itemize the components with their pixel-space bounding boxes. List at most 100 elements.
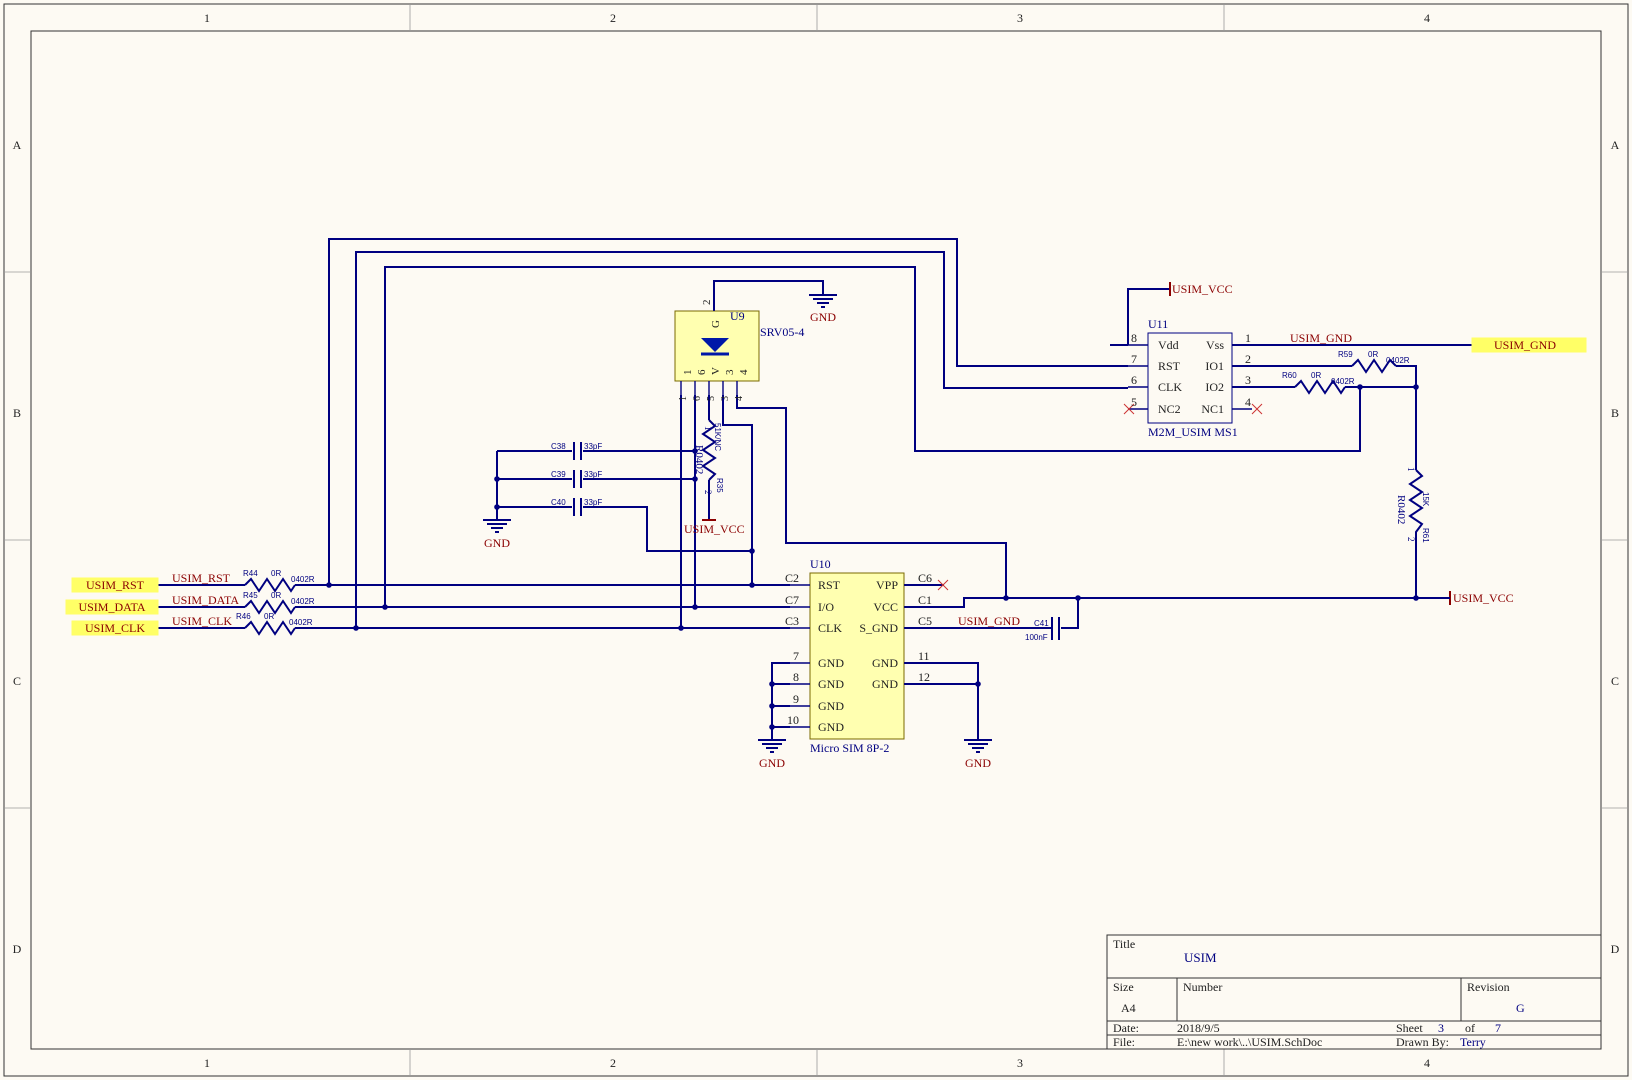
r46-pkg: 0402R (289, 618, 313, 627)
u9-body-pin6: 6 (696, 369, 708, 375)
u11-name-nc2: NC2 (1158, 402, 1181, 416)
r35-pin2: 2 (703, 490, 713, 495)
frame-row-b-right: B (1611, 406, 1619, 420)
u10-name-gnd7: GND (818, 656, 844, 670)
u9-body-v: V (710, 367, 722, 375)
u10-name-rst: RST (818, 578, 841, 592)
u9-body-g: G (710, 320, 722, 328)
u9-srv05-4[interactable]: U9 SRV05-4 2 G V 1 6 3 4 1 6 5 3 4 (674, 295, 804, 401)
u10-part: Micro SIM 8P-2 (810, 741, 889, 755)
frame-row-c-right: C (1611, 674, 1619, 688)
frame-col-1-top: 1 (204, 11, 210, 25)
resistor-r46[interactable]: R46 0R 0402R (236, 612, 313, 636)
c38-ref: C38 (551, 442, 566, 451)
u11-name-clk: CLK (1158, 380, 1182, 394)
drawn-by-label: Drawn By: (1396, 1035, 1449, 1049)
u11-pin-3: 3 (1245, 373, 1251, 387)
u10-pin-c7: C7 (785, 593, 799, 607)
u11-pin-4: 4 (1245, 395, 1251, 409)
r61-pin1: 1 (1406, 467, 1416, 472)
u10-pin-11: 11 (918, 649, 930, 663)
u11-pin-2: 2 (1245, 352, 1251, 366)
frame-row-c-left: C (13, 674, 21, 688)
u9-pin3: 3 (720, 396, 731, 401)
u9-pin5: 5 (706, 396, 717, 401)
frame-row-d-left: D (13, 942, 22, 956)
date-value: 2018/9/5 (1177, 1021, 1220, 1035)
u11-m2m-usim[interactable]: U11 M2M_USIM MS1 8 7 6 5 Vdd RST CLK NC2… (1123, 317, 1263, 439)
resistor-r59[interactable]: R59 0R 0402R (1338, 350, 1410, 374)
size-value: A4 (1121, 1001, 1136, 1015)
u10-name-sgnd: S_GND (859, 621, 898, 635)
port-usim-data[interactable]: USIM_DATA (65, 599, 159, 615)
r61-pin2: 2 (1406, 537, 1416, 542)
sheet-label: Sheet (1396, 1021, 1423, 1035)
u9-ref: U9 (730, 309, 745, 323)
u9-part: SRV05-4 (760, 325, 804, 339)
u11-pin-1: 1 (1245, 331, 1251, 345)
of-label: of (1465, 1021, 1475, 1035)
frame-col-4-top: 4 (1424, 11, 1430, 25)
port-usim-rst-label: USIM_RST (86, 578, 145, 592)
frame-row-a-left: A (13, 138, 22, 152)
usim-vcc-label-u11: USIM_VCC (1172, 282, 1233, 296)
c40-ref: C40 (551, 498, 566, 507)
gnd-label-u10-right: GND (965, 756, 991, 770)
port-usim-gnd-label: USIM_GND (1494, 338, 1556, 352)
resistor-r61[interactable]: 15K R61 R0402 1 2 (1395, 467, 1430, 543)
u11-part: M2M_USIM MS1 (1148, 425, 1238, 439)
u10-pin-12: 12 (918, 670, 930, 684)
capacitor-c39[interactable]: C39 33pF (551, 470, 602, 488)
resistor-r60[interactable]: R60 0R 0402R (1282, 371, 1355, 395)
sheet-value: 3 (1438, 1021, 1444, 1035)
frame-col-1-bottom: 1 (204, 1056, 210, 1070)
u10-name-vpp: VPP (876, 578, 898, 592)
r45-pkg: 0402R (291, 597, 315, 606)
port-usim-clk[interactable]: USIM_CLK (71, 620, 159, 636)
port-usim-rst[interactable]: USIM_RST (71, 577, 159, 593)
u10-pin-7: 7 (793, 649, 799, 663)
r35-pin1: 1 (703, 426, 713, 431)
file-label: File: (1113, 1035, 1135, 1049)
u9-body-pin3: 3 (724, 369, 736, 375)
capacitor-c40[interactable]: C40 33pF (551, 498, 602, 516)
u10-pin-10: 10 (787, 713, 799, 727)
u11-name-vss: Vss (1206, 338, 1224, 352)
u9-pin-top: 2 (701, 300, 713, 306)
date-label: Date: (1113, 1021, 1139, 1035)
resistor-r35[interactable]: 51K/NC R35 R0402 1 2 (693, 419, 724, 495)
net-label-usim-gnd-c5: USIM_GND (958, 614, 1020, 628)
revision-label: Revision (1467, 980, 1510, 994)
u9-pin4: 4 (734, 396, 745, 401)
gnd-symbol-u10-right: GND (964, 739, 992, 770)
u11-ref: U11 (1148, 317, 1168, 331)
title-label: Title (1113, 937, 1135, 951)
r35-ref: R35 (715, 478, 724, 493)
u10-pin-c1: C1 (918, 593, 932, 607)
u10-name-vcc: VCC (873, 600, 898, 614)
u10-micro-sim[interactable]: U10 Micro SIM 8P-2 C2 C7 C3 7 8 9 10 RST… (785, 557, 949, 755)
resistor-r44[interactable]: R44 0R 0402R (243, 569, 315, 593)
size-label: Size (1113, 980, 1134, 994)
resistor-r45[interactable]: R45 0R 0402R (243, 591, 315, 615)
c38-value: 33pF (584, 442, 602, 451)
u10-ref: U10 (810, 557, 831, 571)
r45-ref: R45 (243, 591, 258, 600)
capacitor-c38[interactable]: C38 33pF (551, 442, 602, 460)
u11-pin-6: 6 (1131, 373, 1137, 387)
gnd-symbol-caps: GND (483, 519, 511, 550)
u11-name-vdd: Vdd (1158, 338, 1179, 352)
frame-col-3-top: 3 (1017, 11, 1023, 25)
net-label-usim-gnd-u11: USIM_GND (1290, 331, 1352, 345)
r59-pkg: 0402R (1386, 356, 1410, 365)
r35-value: 51K/NC (713, 423, 722, 451)
sheets-value: 7 (1495, 1021, 1501, 1035)
port-usim-data-label: USIM_DATA (78, 600, 145, 614)
r46-value: 0R (264, 612, 274, 621)
capacitor-c41[interactable]: C41 100nF (1025, 617, 1060, 642)
r61-pkg: R0402 (1395, 495, 1407, 524)
u11-name-nc1: NC1 (1201, 402, 1224, 416)
port-usim-gnd[interactable]: USIM_GND (1471, 337, 1587, 353)
u11-name-rst: RST (1158, 359, 1181, 373)
